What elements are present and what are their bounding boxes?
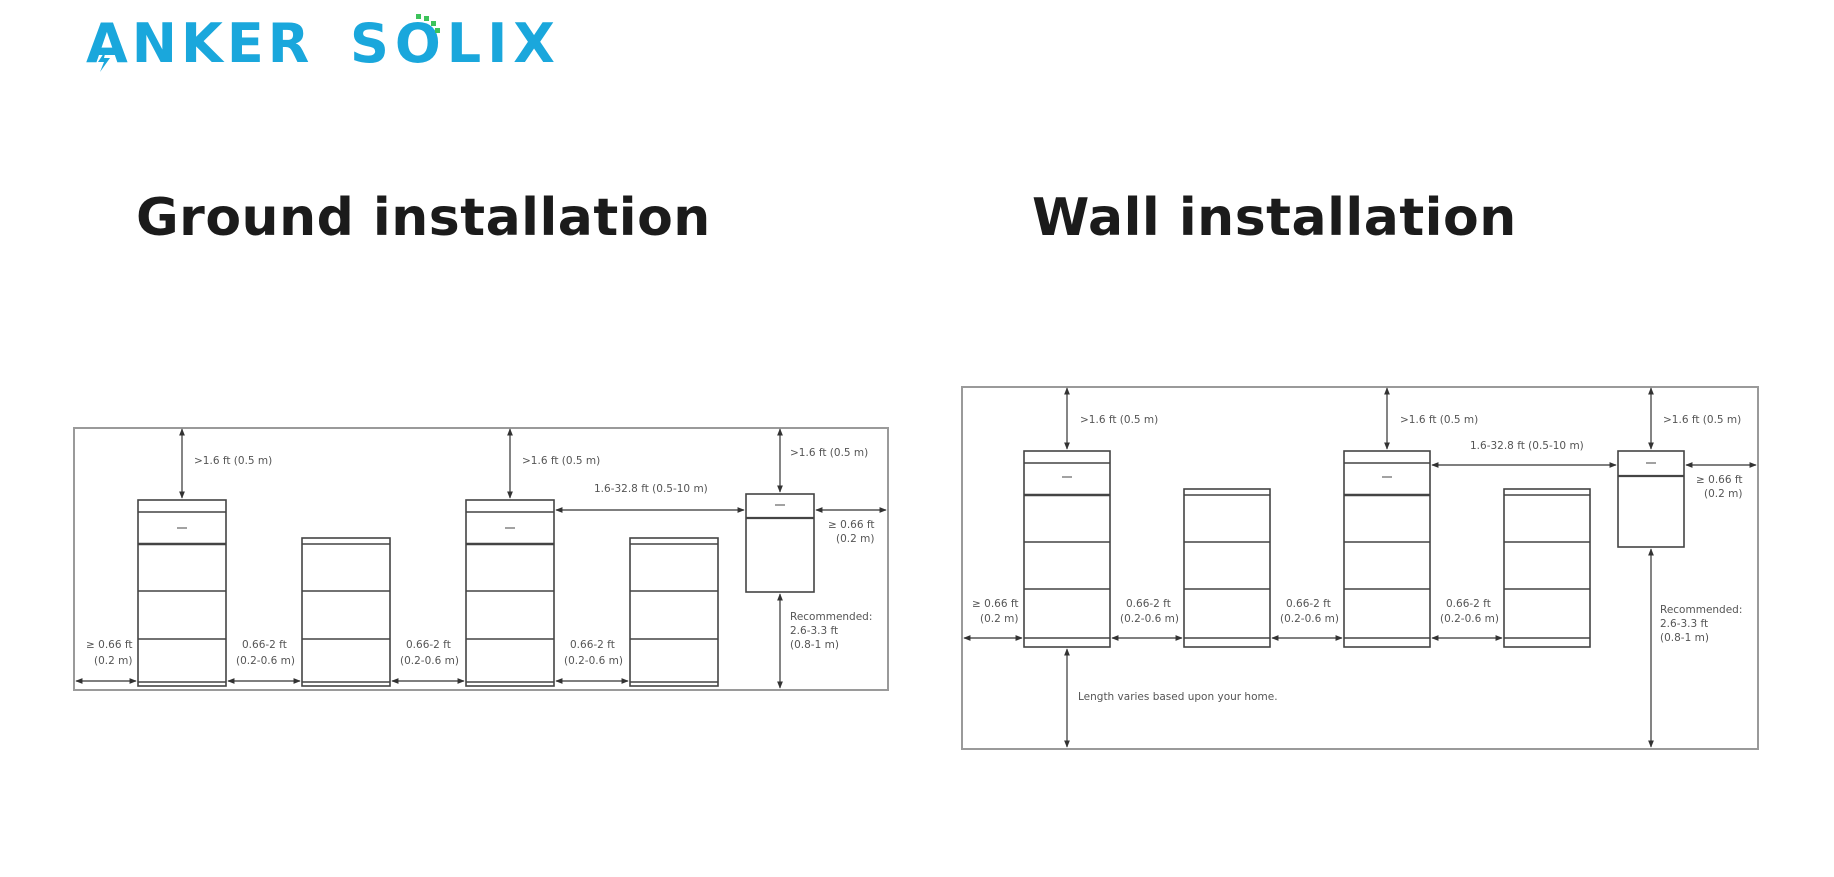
label-gap-3b: (0.2-0.6 m) [564, 655, 623, 667]
label-hub-distance: 1.6-32.8 ft (0.5-10 m) [1470, 440, 1584, 452]
wall-frame [961, 386, 1759, 750]
label-gap-3a: 0.66-2 ft [1446, 598, 1491, 610]
label-top-clearance-3: >1.6 ft (0.5 m) [1663, 414, 1741, 426]
label-side-left-1: ≥ 0.66 ft [972, 598, 1018, 610]
label-side-right-2: (0.2 m) [836, 533, 874, 545]
label-gap-2a: 0.66-2 ft [406, 639, 451, 651]
wall-frame [73, 427, 889, 691]
label-side-right-1: ≥ 0.66 ft [1696, 474, 1742, 486]
logo-text-solix: SOLIX [350, 12, 561, 74]
ground-installation-diagram: >1.6 ft (0.5 m) >1.6 ft (0.5 m) >1.6 ft … [72, 426, 892, 700]
wall-installation-diagram: >1.6 ft (0.5 m) >1.6 ft (0.5 m) >1.6 ft … [960, 385, 1760, 755]
ground-installation-title: Ground installation [136, 188, 711, 248]
sun-dots-icon [416, 14, 440, 33]
label-gap-2b: (0.2-0.6 m) [1280, 613, 1339, 625]
label-top-clearance-1: >1.6 ft (0.5 m) [194, 455, 272, 467]
label-top-clearance-3: >1.6 ft (0.5 m) [790, 447, 868, 459]
battery-stack-2 [1183, 488, 1271, 648]
smart-hub-box [1617, 450, 1685, 548]
battery-stack-with-controller-2 [1343, 450, 1431, 648]
battery-stack-3 [1503, 488, 1591, 648]
label-side-left-2: (0.2 m) [980, 613, 1018, 625]
smart-hub-box [745, 493, 815, 593]
label-gap-3b: (0.2-0.6 m) [1440, 613, 1499, 625]
label-gap-1a: 0.66-2 ft [242, 639, 287, 651]
label-gap-1a: 0.66-2 ft [1126, 598, 1171, 610]
label-top-clearance-2: >1.6 ft (0.5 m) [1400, 414, 1478, 426]
label-floor-note: Length varies based upon your home. [1078, 691, 1278, 703]
wall-installation-title: Wall installation [1032, 188, 1517, 248]
label-recommended-m: (0.8-1 m) [790, 639, 839, 651]
battery-stack-with-controller-2 [465, 499, 555, 687]
label-side-right-2: (0.2 m) [1704, 488, 1742, 500]
battery-stack-2 [301, 537, 391, 687]
label-top-clearance-2: >1.6 ft (0.5 m) [522, 455, 600, 467]
logo-text-anker: ANKER [86, 12, 313, 74]
label-side-right-1: ≥ 0.66 ft [828, 519, 874, 531]
label-gap-1b: (0.2-0.6 m) [236, 655, 295, 667]
label-recommended-m: (0.8-1 m) [1660, 632, 1709, 644]
label-top-clearance-1: >1.6 ft (0.5 m) [1080, 414, 1158, 426]
label-recommended-ft: 2.6-3.3 ft [790, 625, 838, 637]
label-recommended: Recommended: [1660, 604, 1742, 616]
label-hub-distance: 1.6-32.8 ft (0.5-10 m) [594, 483, 708, 495]
battery-stack-with-controller-1 [137, 499, 227, 687]
battery-stack-3 [629, 537, 719, 687]
label-recommended-ft: 2.6-3.3 ft [1660, 618, 1708, 630]
anker-solix-logo: ANKER SOLIX [86, 10, 586, 74]
lightning-bolt-icon [98, 50, 110, 72]
label-side-left-2: (0.2 m) [94, 655, 132, 667]
label-side-left-1: ≥ 0.66 ft [86, 639, 132, 651]
label-gap-2b: (0.2-0.6 m) [400, 655, 459, 667]
battery-stack-with-controller-1 [1023, 450, 1111, 648]
label-gap-1b: (0.2-0.6 m) [1120, 613, 1179, 625]
label-gap-3a: 0.66-2 ft [570, 639, 615, 651]
label-gap-2a: 0.66-2 ft [1286, 598, 1331, 610]
label-recommended: Recommended: [790, 611, 872, 623]
